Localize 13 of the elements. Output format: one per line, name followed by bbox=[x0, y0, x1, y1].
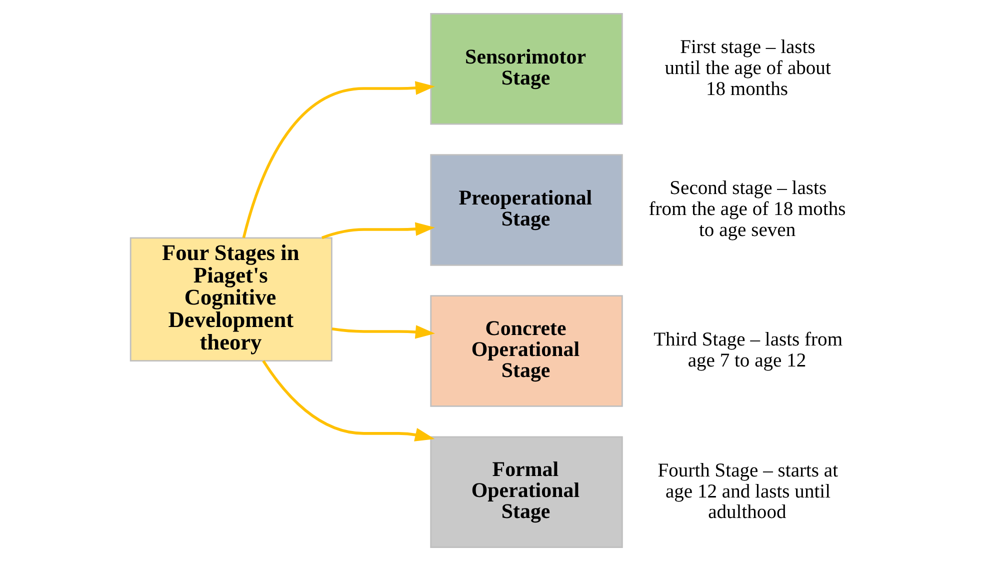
node-label: Third Stage – lasts from age 7 to age 12 bbox=[653, 330, 842, 372]
arrow bbox=[262, 360, 434, 442]
node-box: Four Stages in Piaget's Cognitive Development theory bbox=[129, 237, 332, 362]
arrow bbox=[321, 222, 435, 240]
node-box: Formal Operational Stage bbox=[430, 436, 622, 548]
node-label: Second stage – lasts from the age of 18 moths to age seven bbox=[648, 178, 846, 242]
arrow bbox=[331, 325, 435, 339]
node-box: Sensorimotor Stage bbox=[430, 13, 622, 125]
node-box: Preoperational Stage bbox=[430, 154, 622, 266]
node-label: Fourth Stage – starts at age 12 and lasts until adulthood bbox=[657, 460, 838, 524]
node-label: First stage – lasts until the age of about 18 months bbox=[664, 37, 830, 100]
arrow bbox=[242, 81, 435, 238]
node-box: Concrete Operational Stage bbox=[430, 295, 622, 407]
